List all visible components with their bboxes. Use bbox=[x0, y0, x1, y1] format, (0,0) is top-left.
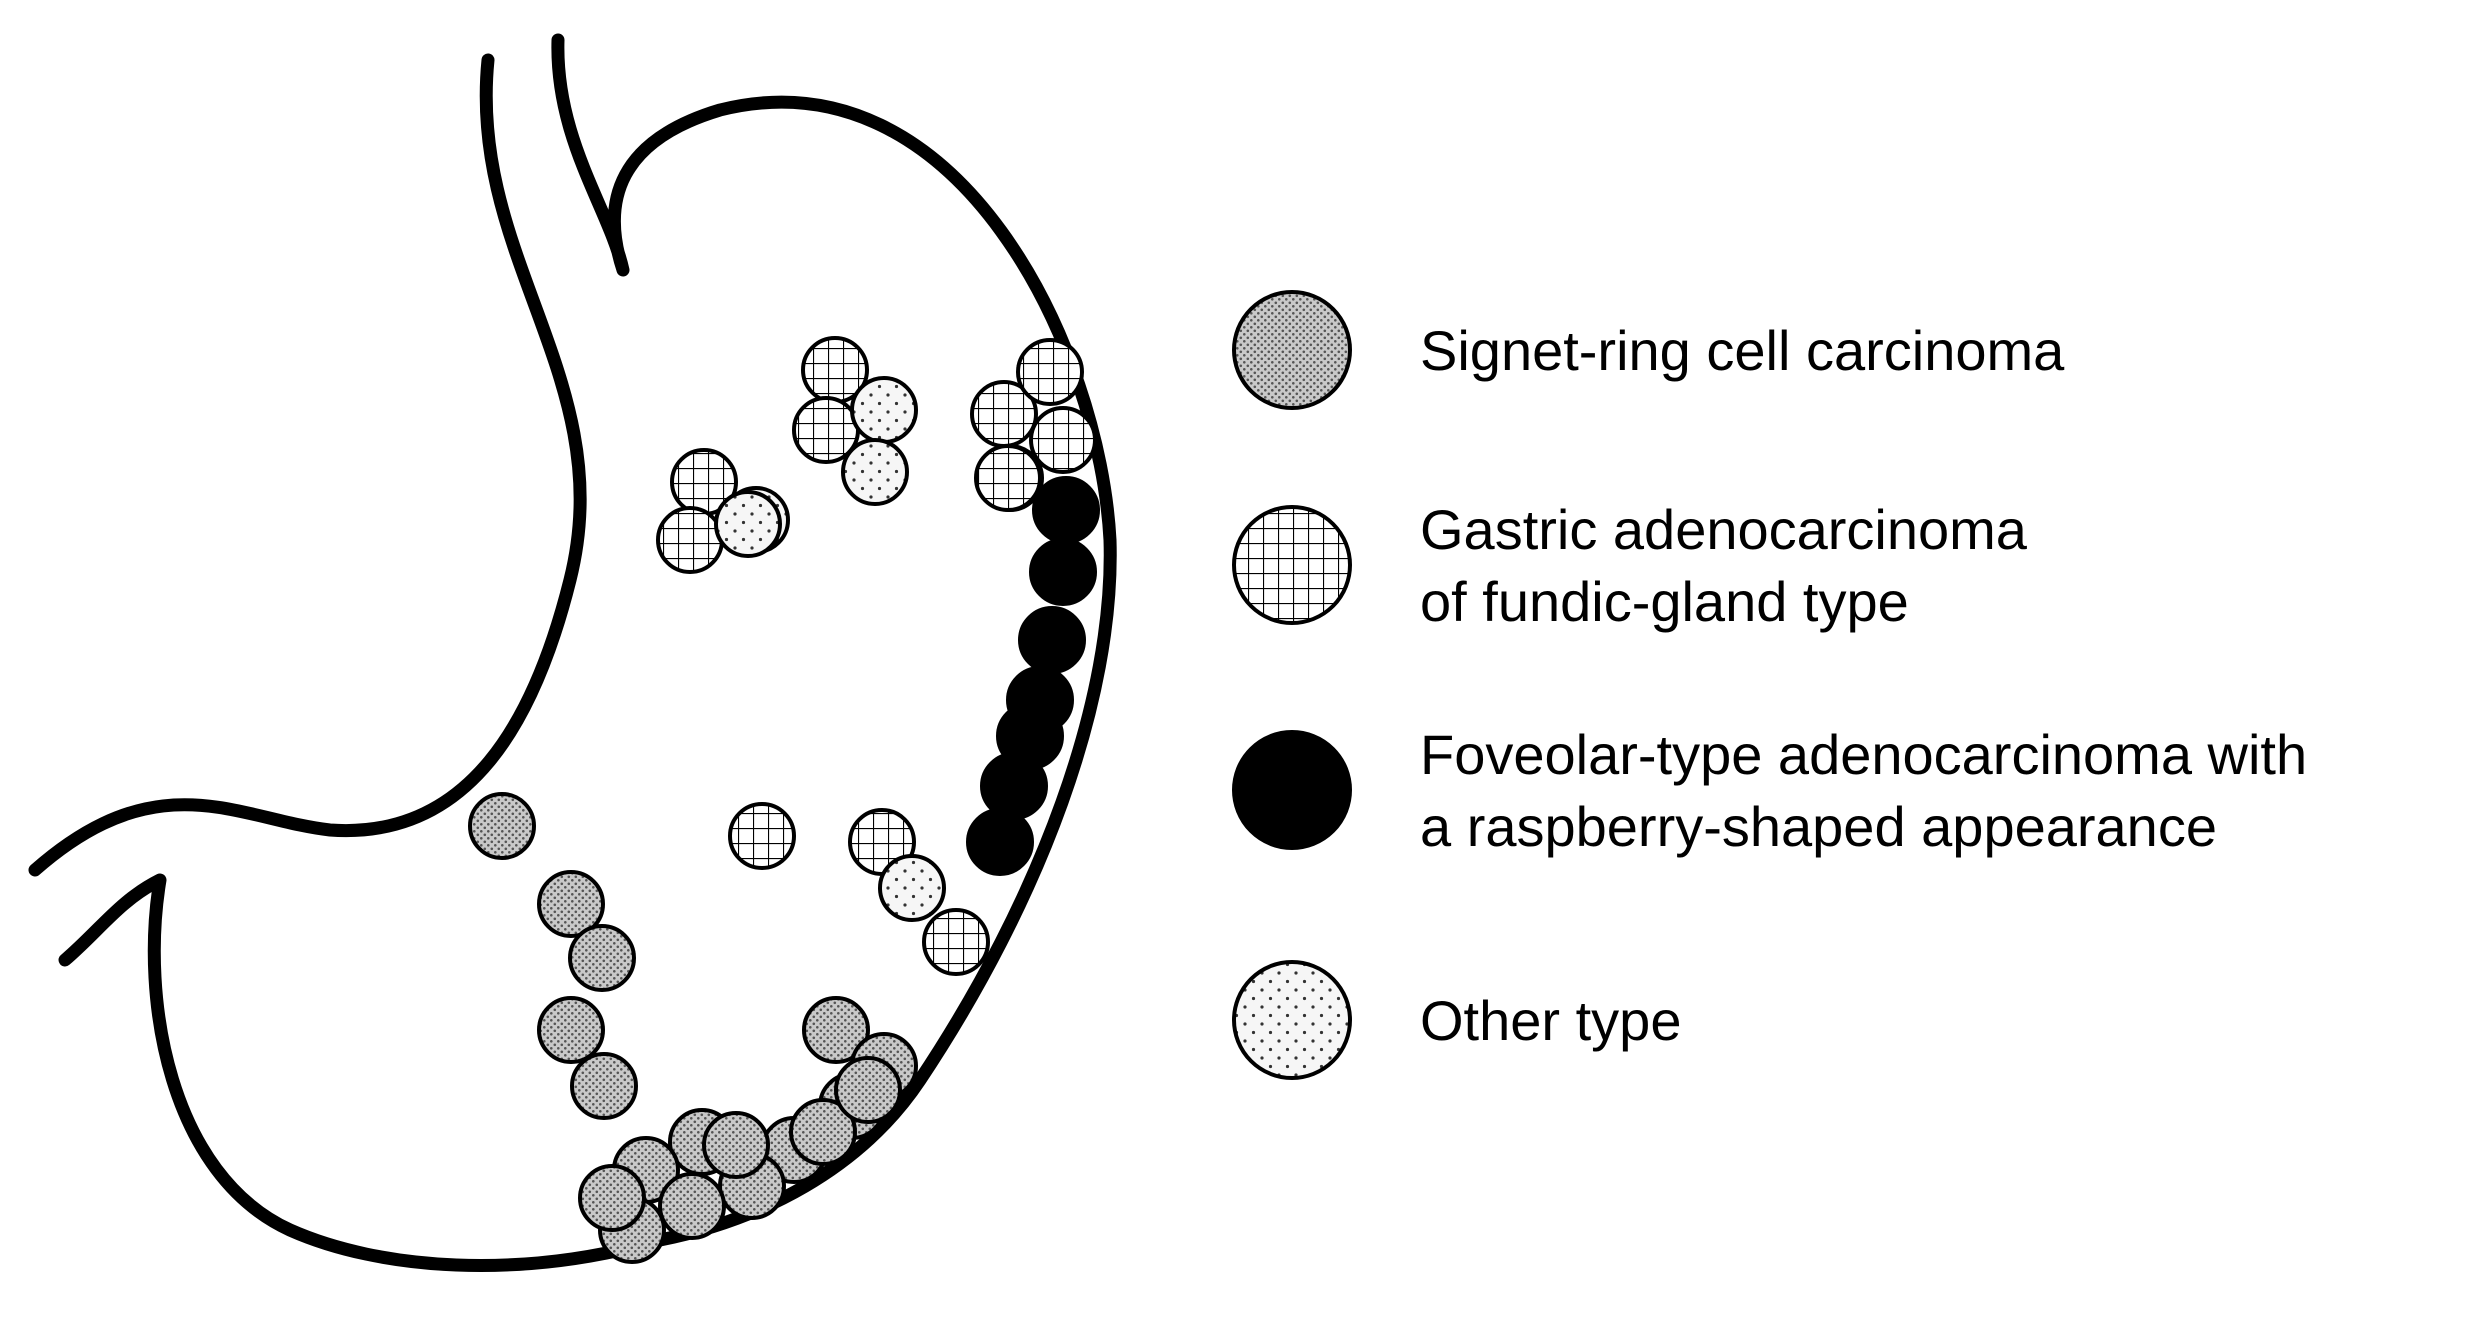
legend-label-foveolar: a raspberry-shaped appearance bbox=[1420, 795, 2217, 858]
signet-lesion bbox=[537, 870, 605, 938]
other-lesion bbox=[850, 376, 918, 444]
foveolar-lesion bbox=[1018, 606, 1086, 674]
legend-label-fundic: Gastric adenocarcinoma bbox=[1420, 498, 2028, 561]
signet-lesion bbox=[658, 1172, 726, 1240]
signet-lesion bbox=[568, 924, 636, 992]
legend-swatch-fundic bbox=[1232, 505, 1352, 625]
legend-label-other: Other type bbox=[1420, 989, 1681, 1052]
other-lesion bbox=[841, 438, 909, 506]
foveolar-lesion bbox=[966, 808, 1034, 876]
signet-lesion bbox=[789, 1098, 857, 1166]
fundic-lesion bbox=[656, 506, 724, 574]
fundic-lesion bbox=[1016, 338, 1084, 406]
legend-item-fundic: Gastric adenocarcinoma of fundic-gland ty… bbox=[1232, 498, 2028, 633]
signet-lesion bbox=[578, 1164, 646, 1232]
fundic-lesion bbox=[922, 908, 990, 976]
foveolar-lesion bbox=[1006, 666, 1074, 734]
foveolar-lesion bbox=[1032, 476, 1100, 544]
legend-label-fundic: of fundic-gland type bbox=[1420, 570, 1909, 633]
other-lesion bbox=[714, 490, 782, 558]
legend-swatch-foveolar bbox=[1232, 730, 1352, 850]
foveolar-lesion bbox=[1029, 538, 1097, 606]
fundic-lesion bbox=[728, 802, 796, 870]
legend-swatch-other bbox=[1232, 960, 1352, 1080]
legend-item-signet: Signet-ring cell carcinoma bbox=[1232, 290, 2065, 410]
legend-swatch-signet bbox=[1232, 290, 1352, 410]
fundic-lesion bbox=[1029, 406, 1097, 474]
fundic-lesion bbox=[974, 444, 1042, 512]
stomach-inner-wall bbox=[28, 53, 587, 877]
signet-lesion bbox=[570, 1052, 638, 1120]
legend-item-foveolar: Foveolar-type adenocarcinoma with a raspb… bbox=[1232, 723, 2307, 858]
legend-label-signet: Signet-ring cell carcinoma bbox=[1420, 319, 2065, 382]
other-lesion bbox=[878, 854, 946, 922]
legend-item-other: Other type bbox=[1232, 960, 1681, 1080]
stomach-outer-wall bbox=[58, 33, 1117, 1272]
foveolar-lesion bbox=[980, 752, 1048, 820]
signet-lesion bbox=[468, 792, 536, 860]
signet-lesion bbox=[537, 996, 605, 1064]
signet-lesion bbox=[702, 1111, 770, 1179]
signet-lesion bbox=[802, 996, 870, 1064]
legend-label-foveolar: Foveolar-type adenocarcinoma with bbox=[1420, 723, 2307, 786]
lesion-markers bbox=[468, 336, 1100, 1264]
stomach-outline bbox=[28, 33, 1117, 1272]
signet-lesion bbox=[834, 1056, 902, 1124]
